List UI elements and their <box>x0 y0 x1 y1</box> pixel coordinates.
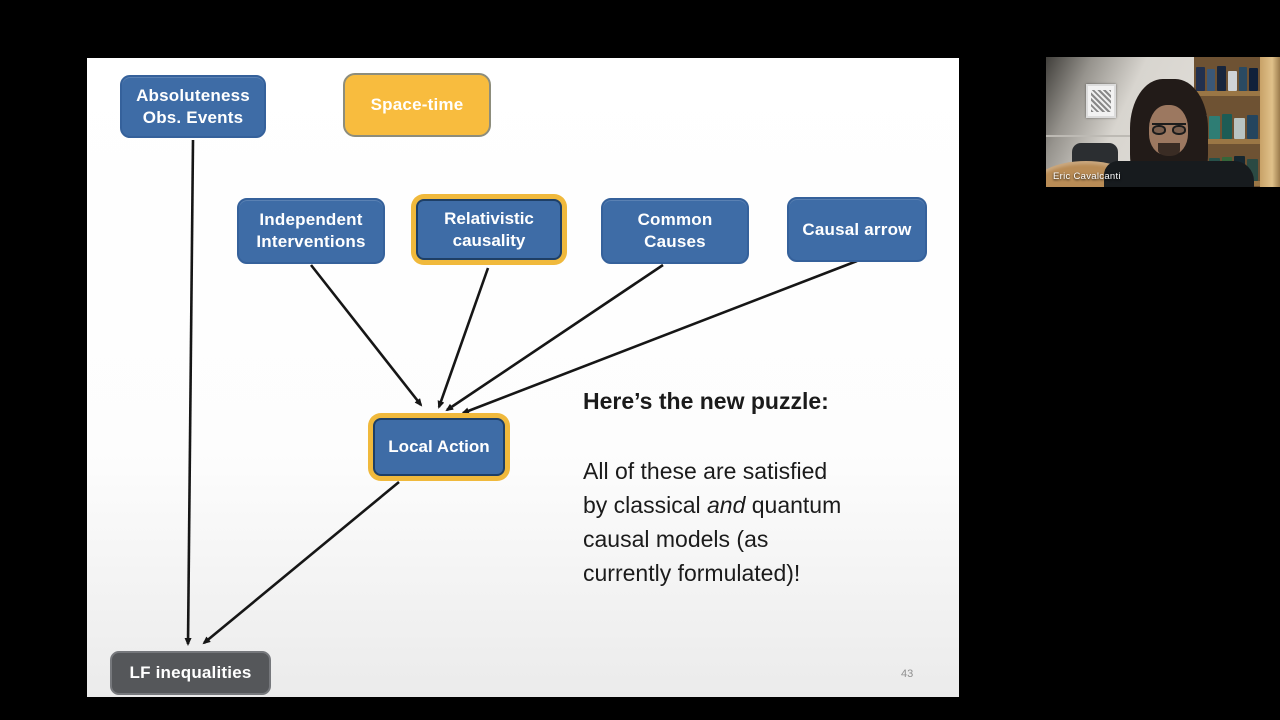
node-label-line: LF inequalities <box>129 663 252 683</box>
shelf-board <box>1194 139 1260 144</box>
glasses-graphic <box>1152 123 1186 135</box>
picture-frame-art <box>1091 90 1111 112</box>
node-label-line: Obs. Events <box>142 107 244 127</box>
node-relativistic-causality: Relativistic causality <box>416 199 562 260</box>
node-label-line: Independent <box>259 210 363 230</box>
node-label-line: Causal arrow <box>802 219 912 239</box>
causal-diagram-arrows <box>184 139 858 646</box>
note-line-italic: and <box>706 492 746 518</box>
note-line-segment: quantum <box>745 492 842 518</box>
presentation-slide: Absoluteness Obs. Events Space-time Inde… <box>87 58 959 697</box>
note-line: All of these are satisfied <box>583 458 828 484</box>
whiteboard-edge-graphic <box>1046 135 1196 137</box>
node-common-causes: Common Causes <box>601 198 749 264</box>
arrow-local-action-to-lf <box>202 480 400 645</box>
node-space-time: Space-time <box>343 73 491 137</box>
node-local-action-highlight: Local Action <box>368 413 510 481</box>
node-relativistic-causality-highlight: Relativistic causality <box>411 194 567 265</box>
node-local-action: Local Action <box>373 418 505 476</box>
node-label-line: Relativistic <box>444 208 534 228</box>
person-silhouette-body <box>1104 161 1254 187</box>
node-label-line: Interventions <box>256 232 366 251</box>
node-label-line: causality <box>452 230 526 250</box>
note-line: currently formulated)! <box>583 560 801 586</box>
node-label-line: Local Action <box>388 437 490 457</box>
node-label-line: Common <box>637 210 713 230</box>
note-line-segment: by classical <box>583 492 707 518</box>
node-label-line: Causes <box>644 232 706 251</box>
books-row <box>1196 65 1259 91</box>
note-body: All of these are satisfied by classical … <box>583 454 841 590</box>
arrow-independent-to-local-action <box>309 264 423 407</box>
shelf-board <box>1194 91 1260 96</box>
slide-page-number: 43 <box>901 668 914 680</box>
note-heading: Here’s the new puzzle: <box>583 388 829 414</box>
webcam-tile[interactable]: Eric Cavalcanti <box>1046 57 1280 187</box>
node-absoluteness-obs-events: Absoluteness Obs. Events <box>120 75 266 138</box>
node-label-line: Space-time <box>370 95 464 115</box>
arrow-absoluteness-to-lf <box>184 139 195 646</box>
picture-frame-graphic <box>1086 84 1116 118</box>
person-beard <box>1158 143 1180 156</box>
node-independent-interventions: Independent Interventions <box>237 198 385 264</box>
arrow-relativistic-to-local-action <box>437 267 490 409</box>
note-line: causal models (as <box>583 526 769 552</box>
shelf-side-panel <box>1260 57 1280 187</box>
node-causal-arrow: Causal arrow <box>787 197 927 262</box>
node-label-line: Absoluteness <box>136 85 250 105</box>
node-lf-inequalities: LF inequalities <box>110 651 271 695</box>
participant-name-label: Eric Cavalcanti <box>1053 171 1121 182</box>
note-line: by classical and quantum <box>583 488 841 522</box>
